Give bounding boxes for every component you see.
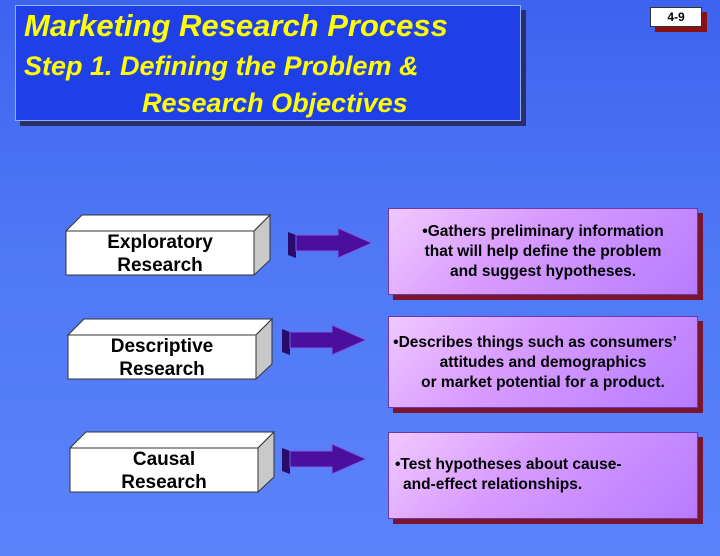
exploratory-desc-line1: •Gathers preliminary information <box>422 223 664 240</box>
descriptive-research-box: Descriptive Research <box>66 317 274 381</box>
slide-subtitle-line1: Step 1. Defining the Problem & <box>24 51 419 81</box>
descriptive-label: Descriptive Research <box>68 335 256 381</box>
causal-desc-line1: •Test hypotheses about cause- <box>395 456 622 473</box>
slide-subtitle-line2: Research Objectives <box>142 88 408 118</box>
descriptive-label-line1: Descriptive <box>110 336 214 357</box>
arrow-right-icon <box>288 228 374 259</box>
descriptive-desc-line1: •Describes things such as consumers’ <box>393 334 677 351</box>
causal-label-line2: Research <box>121 472 207 493</box>
box-3d-shape <box>68 430 276 494</box>
descriptive-description-box: •Describes things such as consumers’ att… <box>388 316 698 408</box>
causal-description-box: •Test hypotheses about cause- and-effect… <box>388 432 698 519</box>
exploratory-label-line2: Research <box>117 255 203 276</box>
descriptive-label-line2: Research <box>119 359 205 380</box>
exploratory-description-box: •Gathers preliminary information that wi… <box>388 208 698 295</box>
causal-label-line1: Causal <box>132 449 196 470</box>
exploratory-desc-line3: and suggest hypotheses. <box>449 263 637 280</box>
exploratory-label-line1: Exploratory <box>107 232 213 253</box>
causal-research-box: Causal Research <box>68 430 276 494</box>
causal-label: Causal Research <box>70 448 258 494</box>
box-3d-shape <box>66 317 274 381</box>
title-box: Marketing Research Process Step 1. Defin… <box>15 5 521 121</box>
exploratory-desc-line2: that will help define the problem <box>424 243 662 260</box>
box-3d-shape <box>64 213 272 277</box>
arrow-right-icon <box>282 444 368 475</box>
causal-desc-line2: and-effect relationships. <box>403 476 583 493</box>
descriptive-desc-line2: attitudes and demographics <box>439 354 647 371</box>
exploratory-research-box: Exploratory Research <box>64 213 272 277</box>
exploratory-label: Exploratory Research <box>66 231 254 277</box>
arrow-right-icon <box>282 325 368 356</box>
slide-title: Marketing Research Process <box>24 8 448 43</box>
page-number: 4-9 <box>650 7 702 27</box>
descriptive-desc-line3: or market potential for a product. <box>421 374 665 391</box>
